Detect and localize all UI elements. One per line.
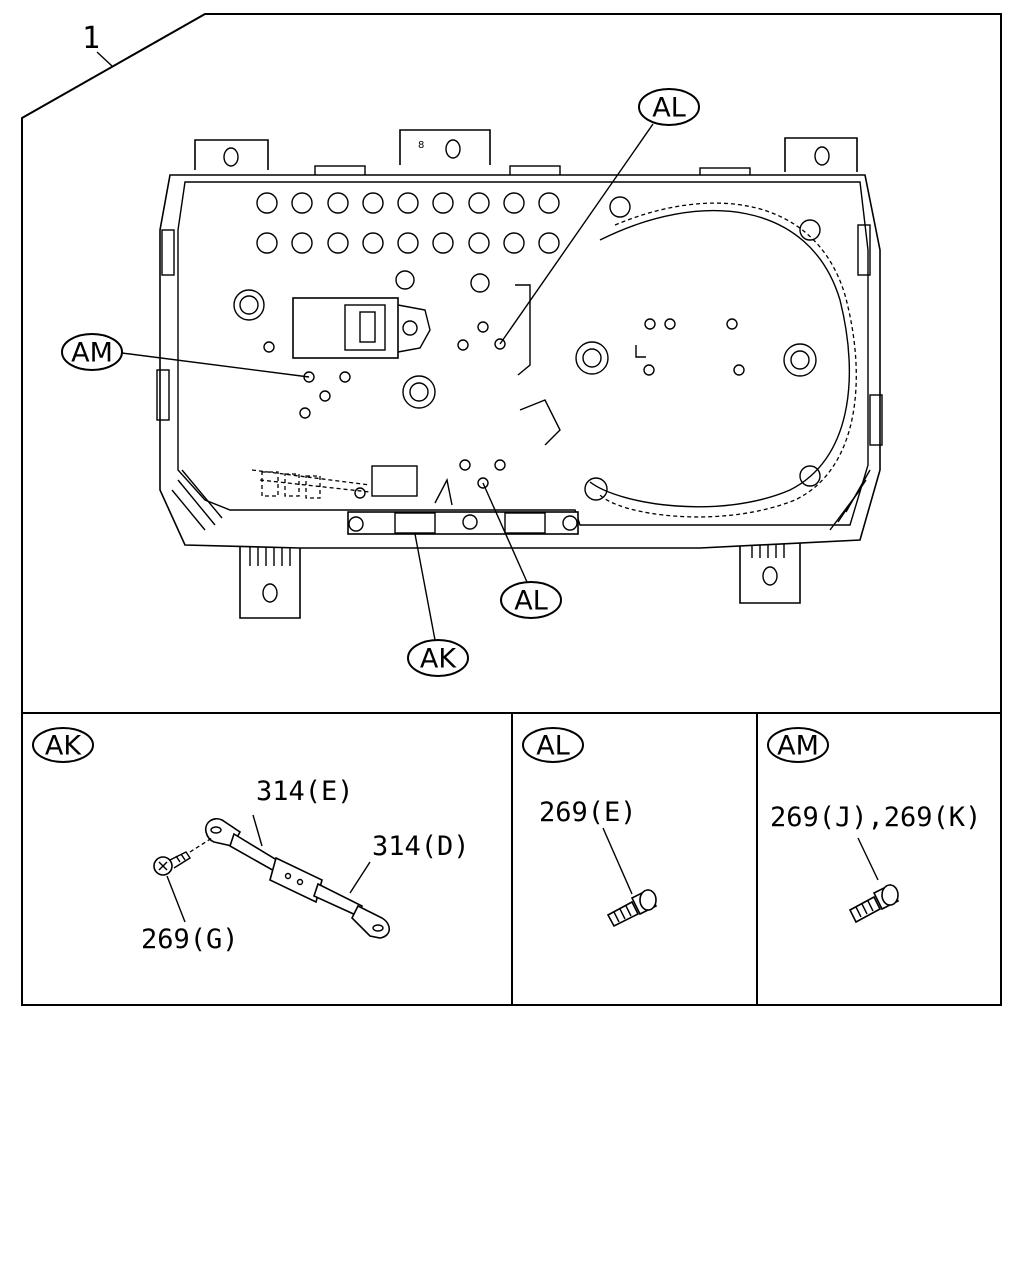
instrument-cluster: 8 bbox=[156, 129, 883, 619]
part-269g-label: 269(G) bbox=[141, 924, 239, 955]
svg-text:8: 8 bbox=[418, 140, 424, 151]
part-269jk-label: 269(J),269(K) bbox=[770, 802, 981, 833]
ground-strap-drawing bbox=[204, 814, 391, 939]
callout-am-label: AM bbox=[71, 338, 113, 369]
screw-bosses bbox=[263, 318, 745, 499]
part-269e-label: 269(E) bbox=[539, 797, 637, 828]
screw-269jk-drawing bbox=[848, 883, 900, 924]
callout-al-bottom-label: AL bbox=[514, 586, 548, 617]
detail-al: AL 269(E) bbox=[522, 727, 658, 928]
main-frame bbox=[21, 13, 1002, 1006]
callout-al-top-label: AL bbox=[652, 93, 686, 124]
detail-al-tag: AL bbox=[536, 731, 570, 762]
screw-269e-drawing bbox=[606, 888, 658, 928]
detail-ak-tag: AK bbox=[45, 731, 82, 762]
callout-al-bottom: AL bbox=[482, 482, 562, 619]
detail-am-tag: AM bbox=[777, 731, 819, 762]
callout-am: AM bbox=[61, 333, 310, 378]
callout-al-top: AL bbox=[499, 88, 700, 345]
callout-ak: AK bbox=[407, 533, 469, 677]
assembly-leader bbox=[96, 51, 113, 67]
screw-269g-drawing bbox=[153, 837, 213, 923]
part-314d-label: 314(D) bbox=[372, 831, 470, 862]
detail-am: AM 269(J),269(K) bbox=[767, 727, 981, 924]
led-grid bbox=[256, 192, 560, 293]
detail-ak: AK 314(E) 314(D) 269(G) bbox=[32, 727, 470, 955]
part-314e-label: 314(E) bbox=[256, 776, 354, 807]
assembly-number: 1 bbox=[82, 21, 100, 56]
callout-ak-label: AK bbox=[420, 644, 457, 675]
